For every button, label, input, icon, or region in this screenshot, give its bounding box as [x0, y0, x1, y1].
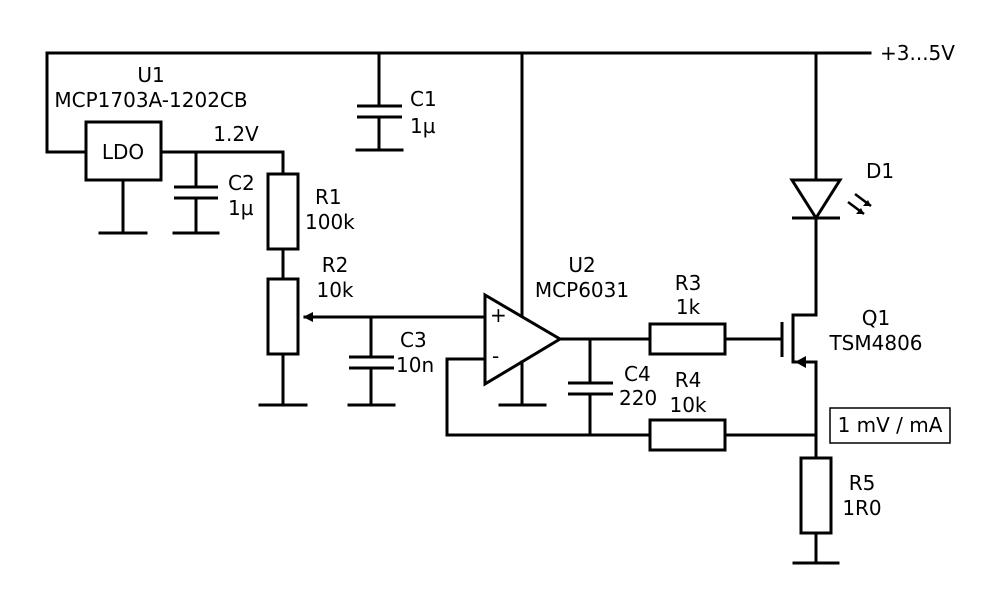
- resistor-r5: R5 1R0: [792, 456, 882, 565]
- u1-ref: U1: [137, 63, 164, 87]
- r2-ref: R2: [322, 253, 349, 277]
- c1-ref: C1: [410, 87, 437, 111]
- resistor-r4: R4 10k: [648, 368, 818, 452]
- supply-label: +3...5V: [880, 41, 955, 65]
- ldo-block-label: LDO: [102, 140, 144, 164]
- c2-value: 1µ: [228, 196, 254, 220]
- resistor-r3: R3 1k: [648, 271, 784, 356]
- u2-part: MCP6031: [535, 278, 629, 302]
- c1-value: 1µ: [410, 114, 436, 138]
- capacitor-c1: C1 1µ: [355, 51, 437, 152]
- c2-ref: C2: [228, 171, 255, 195]
- supply-rail: +3...5V: [45, 41, 955, 65]
- sense-label-box: 1 mV / mA: [829, 407, 951, 444]
- r1-ref: R1: [315, 185, 342, 209]
- ldo-u1: LDO U1 MCP1703A-1202CB 1.2V: [45, 51, 285, 235]
- mosfet-q1: Q1 TSM4806: [780, 306, 923, 460]
- resistor-r1: R1 100k: [266, 150, 355, 281]
- led-d1: D1: [789, 51, 894, 317]
- capacitor-c4: C4 220: [568, 337, 657, 437]
- c3-value: 10n: [396, 353, 434, 377]
- u1-part: MCP1703A-1202CB: [54, 88, 247, 112]
- opamp-plus: +: [490, 303, 507, 327]
- c3-ref: C3: [400, 328, 427, 352]
- opamp-minus: -: [492, 344, 499, 368]
- d1-ref: D1: [866, 159, 894, 183]
- capacitor-c2: C2 1µ: [172, 150, 255, 235]
- q1-part: TSM4806: [828, 331, 922, 355]
- u2-ref: U2: [568, 253, 595, 277]
- c4-value: 220: [619, 386, 657, 410]
- r4-value: 10k: [669, 393, 706, 417]
- ldo-box: [84, 120, 163, 182]
- c4-ref: C4: [624, 362, 651, 386]
- sense-label: 1 mV / mA: [838, 413, 943, 437]
- r5-value: 1R0: [842, 496, 881, 520]
- capacitor-c3: C3 10n: [347, 315, 434, 407]
- led-triangle: [789, 178, 843, 221]
- r3-ref: R3: [675, 271, 702, 295]
- r4-ref: R4: [675, 368, 702, 392]
- opamp-u2: + - U2 MCP6031: [445, 51, 652, 437]
- ldo-out-label: 1.2V: [213, 122, 259, 146]
- potentiometer-r2: R2 10k: [258, 253, 487, 407]
- q1-ref: Q1: [862, 306, 890, 330]
- r1-value: 100k: [305, 210, 355, 234]
- r5-ref: R5: [849, 471, 876, 495]
- r2-value: 10k: [316, 278, 353, 302]
- r3-value: 1k: [676, 295, 701, 319]
